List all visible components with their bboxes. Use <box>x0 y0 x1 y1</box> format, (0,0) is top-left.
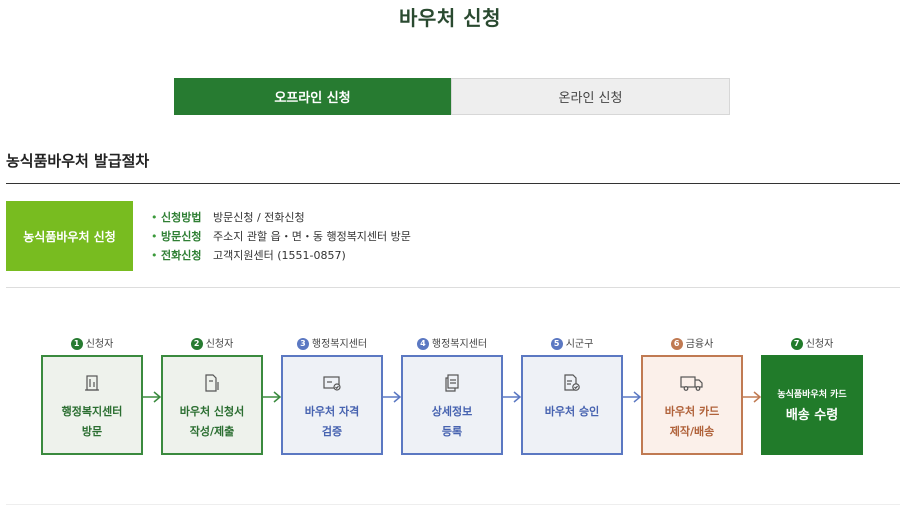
step-number: 6 <box>670 338 683 350</box>
info-item-visit: •방문신청 주소지 관할 읍・면・동 행정복지센터 방문 <box>151 227 411 246</box>
delivery-truck-icon <box>680 373 704 393</box>
approval-icon <box>562 373 582 393</box>
info-label: 전화신청 <box>161 249 202 262</box>
documents-icon <box>442 373 462 393</box>
bullet-icon: • <box>151 249 158 262</box>
tab-online[interactable]: 온라인 신청 <box>451 78 730 115</box>
building-icon <box>82 373 102 393</box>
application-tabs: 오프라인 신청 온라인 신청 <box>174 78 730 115</box>
page-title: 바우처 신청 <box>399 6 501 30</box>
step-number: 5 <box>550 338 563 350</box>
info-item-method: •신청방법 방문신청 / 전화신청 <box>151 208 411 227</box>
step-title: 상세정보 <box>431 405 473 418</box>
info-value: 고객지원센터 (1551-0857) <box>213 249 346 262</box>
document-pen-icon <box>202 373 222 393</box>
step-title: 행정복지센터 <box>61 405 123 418</box>
step-actor: 신청자 <box>205 339 234 350</box>
info-label: 신청방법 <box>161 211 202 224</box>
step-number: 4 <box>416 338 429 350</box>
step-number: 1 <box>70 338 83 350</box>
step-card-final: 농식품바우처 카드 배송 수령 <box>761 355 863 455</box>
step-actor: 시군구 <box>565 339 594 350</box>
info-item-phone: •전화신청 고객지원센터 (1551-0857) <box>151 246 411 265</box>
flow-arrow-icon <box>743 391 762 403</box>
step-number: 7 <box>790 338 803 350</box>
apply-badge: 농식품바우처 신청 <box>6 201 133 271</box>
step-title: 바우처 승인 <box>544 405 600 418</box>
step-actor: 금융사 <box>685 339 714 350</box>
verify-card-icon <box>322 373 342 393</box>
flow-arrow-icon <box>263 391 282 403</box>
step-subtitle: 검증 <box>321 425 343 438</box>
content-divider <box>6 287 900 288</box>
bottom-divider <box>6 504 900 505</box>
step-title: 바우처 신청서 <box>179 405 245 418</box>
flow-arrow-icon <box>623 391 642 403</box>
step-subtitle: 배송 수령 <box>785 408 839 423</box>
section-divider <box>6 183 900 184</box>
section-title: 농식품바우처 발급절차 <box>6 152 150 170</box>
step-title: 바우처 자격 <box>304 405 360 418</box>
step-title: 바우처 카드 <box>664 405 720 418</box>
step-title: 농식품바우처 카드 <box>777 390 847 400</box>
step-subtitle: 제작/배송 <box>669 425 715 438</box>
step-number: 3 <box>296 338 309 350</box>
info-label: 방문신청 <box>161 230 202 243</box>
flow-arrow-icon <box>143 391 162 403</box>
info-value: 주소지 관할 읍・면・동 행정복지센터 방문 <box>213 230 411 243</box>
bullet-icon: • <box>151 211 158 224</box>
step-card: 바우처 승인 <box>521 355 623 455</box>
step-actor: 신청자 <box>805 339 834 350</box>
flow-arrow-icon <box>383 391 402 403</box>
step-actor: 신청자 <box>85 339 114 350</box>
step-actor: 행정복지센터 <box>311 339 368 350</box>
info-value: 방문신청 / 전화신청 <box>213 211 305 224</box>
step-subtitle: 등록 <box>441 425 463 438</box>
tab-offline[interactable]: 오프라인 신청 <box>174 78 451 115</box>
bullet-icon: • <box>151 230 158 243</box>
step-subtitle: 방문 <box>81 425 103 438</box>
step-subtitle: 작성/제출 <box>189 425 235 438</box>
step-actor: 행정복지센터 <box>431 339 488 350</box>
flow-arrow-icon <box>503 391 522 403</box>
step-number: 2 <box>190 338 203 350</box>
